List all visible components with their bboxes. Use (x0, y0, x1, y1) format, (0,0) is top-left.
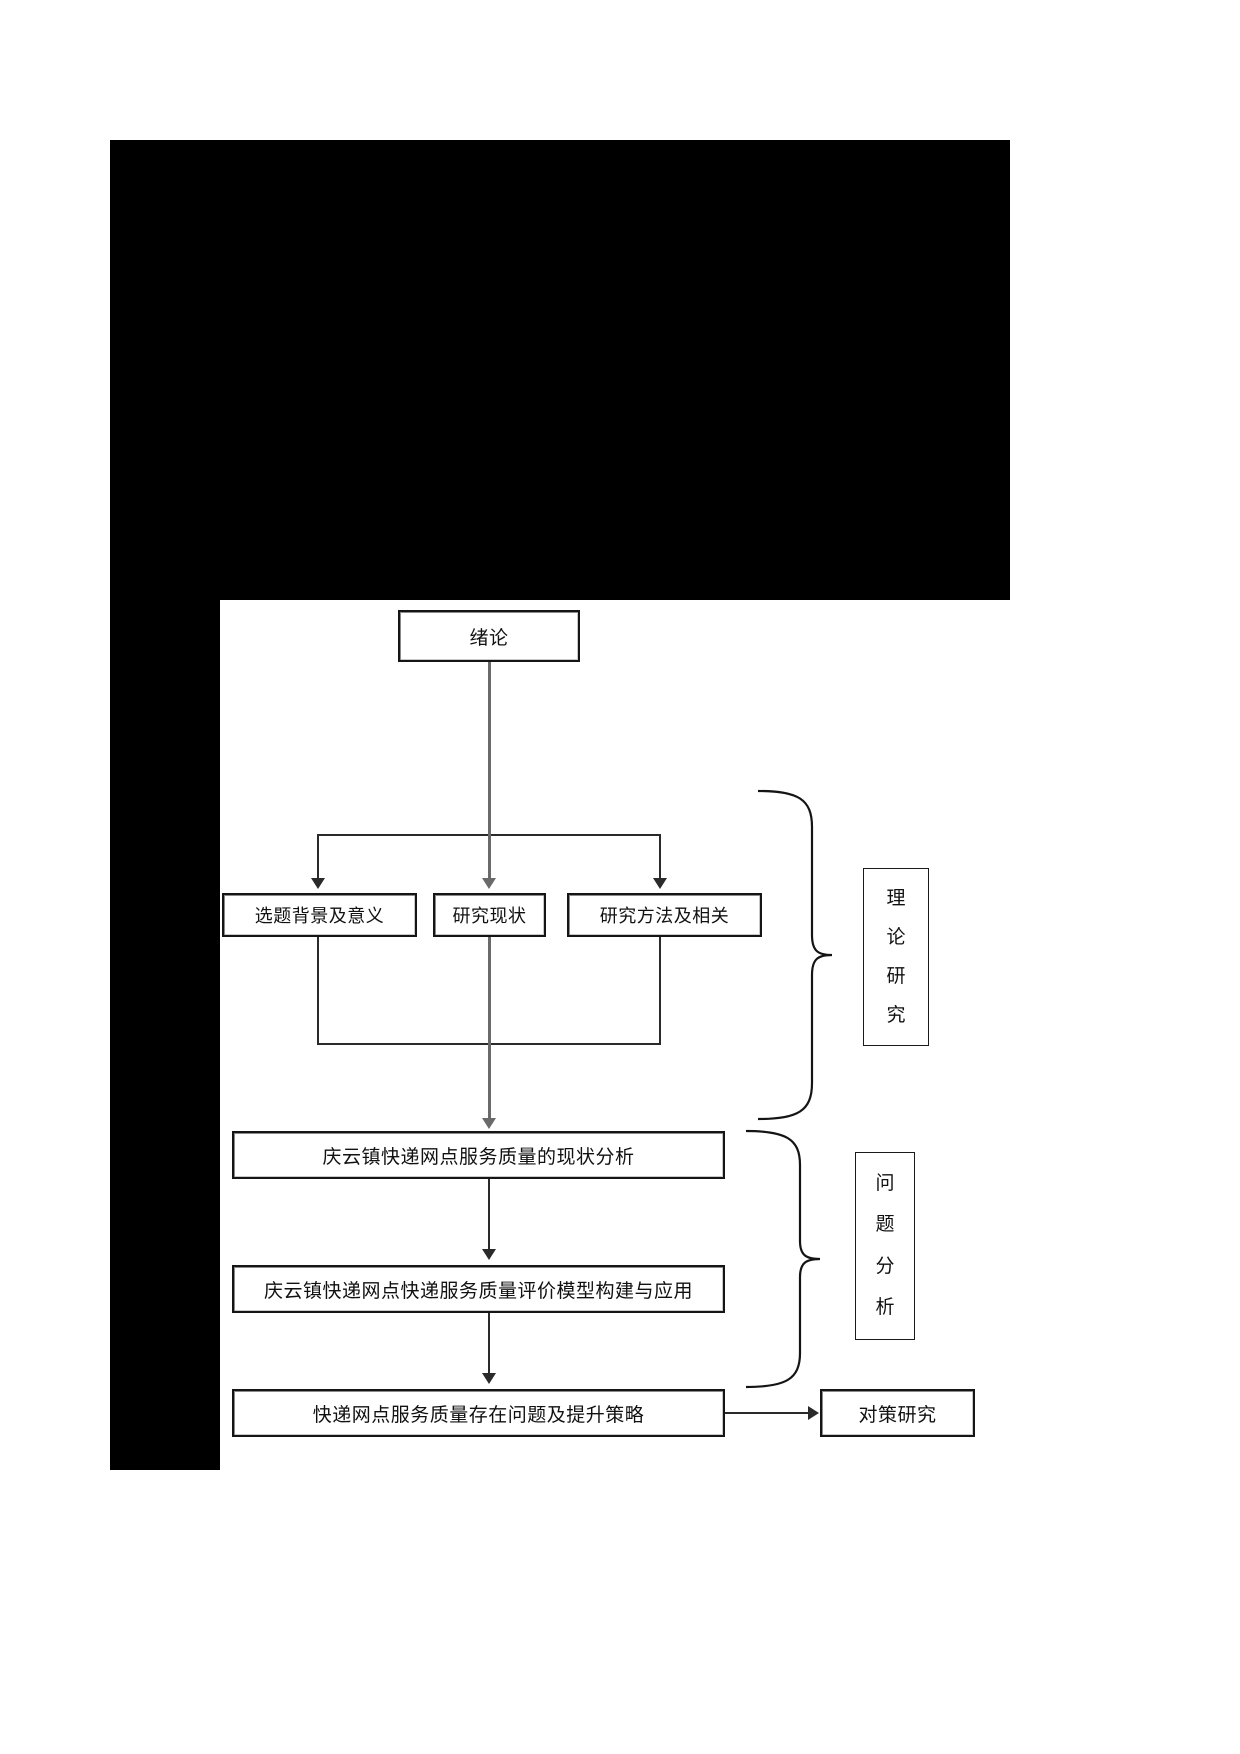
side-label-problem-analysis: 问 题 分 析 (855, 1152, 915, 1340)
connector-intro-to-split (488, 662, 491, 835)
redaction-block-top (110, 140, 1010, 600)
brace-theory-research (757, 789, 833, 1121)
arrowhead-branch-left (311, 878, 325, 889)
node-research-method[interactable]: 研究方法及相关 (567, 893, 762, 937)
node-stage-improvement-strategy[interactable]: 快递网点服务质量存在问题及提升策略 (232, 1389, 725, 1437)
side-label-theory-char-0: 理 (886, 887, 906, 909)
side-label-problem-char-0: 问 (875, 1172, 895, 1194)
connector-merge-left (317, 937, 319, 1045)
side-label-theory-char-2: 研 (886, 965, 906, 987)
node-research-status[interactable]: 研究现状 (433, 893, 546, 937)
arrowhead-branch-right (653, 878, 667, 889)
node-outcome-countermeasure[interactable]: 对策研究 (820, 1389, 975, 1437)
connector-stage1-to-stage2 (488, 1179, 490, 1251)
node-stage-current-situation[interactable]: 庆云镇快递网点服务质量的现状分析 (232, 1131, 725, 1179)
connector-branch-middle (488, 834, 491, 880)
brace-problem-analysis (745, 1129, 821, 1389)
node-topic-background[interactable]: 选题背景及意义 (222, 893, 417, 937)
flowchart-canvas: 绪论 选题背景及意义 研究现状 研究方法及相关 理 论 研 (220, 600, 1010, 1470)
redaction-block-left (110, 600, 220, 1470)
connector-branch-left (317, 834, 319, 880)
arrowhead-to-stage-2 (482, 1249, 496, 1260)
connector-merge-stem (488, 937, 491, 1120)
connector-stage3-to-outcome (725, 1412, 810, 1414)
connector-stage2-to-stage3 (488, 1313, 490, 1375)
node-stage-evaluation-model[interactable]: 庆云镇快递网点快递服务质量评价模型构建与应用 (232, 1265, 725, 1313)
arrowhead-branch-middle (482, 878, 496, 889)
arrowhead-to-stage-3 (482, 1373, 496, 1384)
connector-merge-right (659, 937, 661, 1045)
connector-branch-right (659, 834, 661, 880)
arrowhead-to-stage-1 (482, 1118, 496, 1129)
side-label-theory-char-3: 究 (886, 1004, 906, 1026)
side-label-problem-char-2: 分 (875, 1255, 895, 1277)
side-label-theory-char-1: 论 (886, 926, 906, 948)
side-label-theory-research: 理 论 研 究 (863, 868, 929, 1046)
side-label-problem-char-3: 析 (875, 1297, 895, 1319)
arrowhead-to-outcome (808, 1406, 819, 1420)
node-introduction[interactable]: 绪论 (398, 610, 580, 662)
side-label-problem-char-1: 题 (875, 1214, 895, 1236)
